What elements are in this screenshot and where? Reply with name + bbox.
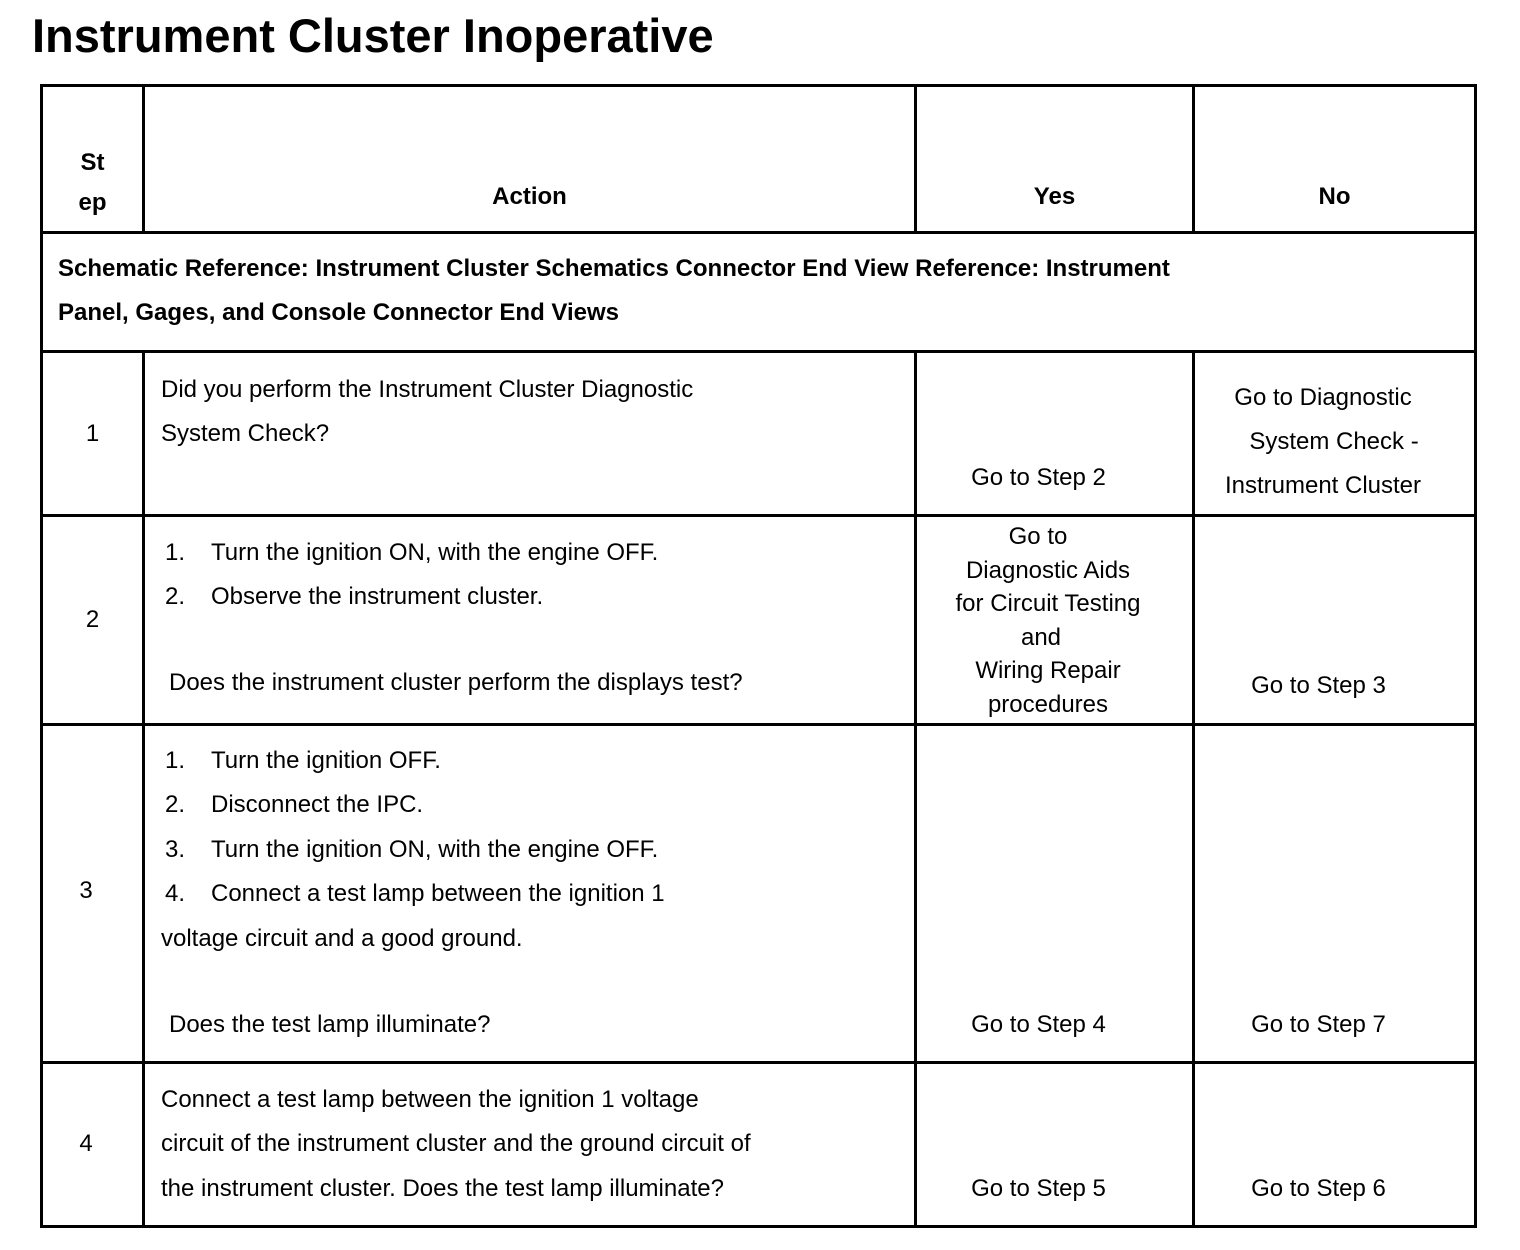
no-result-line: System Check - bbox=[1249, 428, 1419, 455]
table-border-bottom bbox=[40, 1225, 1477, 1228]
item-text: Turn the ignition OFF. bbox=[211, 747, 441, 774]
header-step-line: ep bbox=[78, 189, 107, 216]
item-number: 2. bbox=[165, 791, 186, 818]
column-rule bbox=[1192, 350, 1195, 1228]
yes-result: Go to Step 5 bbox=[971, 1175, 1106, 1202]
header-yes: Yes bbox=[1033, 183, 1076, 210]
item-number: 2. bbox=[165, 583, 186, 610]
table-rule bbox=[40, 1061, 1477, 1064]
yes-result-line: Go to bbox=[1008, 523, 1068, 550]
column-rule bbox=[142, 350, 145, 1228]
step-number: 2 bbox=[85, 606, 100, 633]
column-rule bbox=[1192, 84, 1195, 234]
yes-result-line: and bbox=[1020, 623, 1062, 651]
no-result-line: Instrument Cluster bbox=[1224, 472, 1422, 499]
yes-result-line: Diagnostic Aids bbox=[965, 556, 1131, 584]
action-list-item: 2. Disconnect the IPC. bbox=[165, 791, 423, 819]
yes-result-line: procedures bbox=[987, 690, 1109, 718]
table-border-left bbox=[40, 84, 43, 1228]
header-action: Action bbox=[492, 183, 567, 210]
no-result: Go to Diagnostic System Check - Instrume… bbox=[1195, 376, 1451, 508]
action-text: voltage circuit and a good ground. bbox=[161, 925, 523, 952]
reference-line: Schematic Reference: Instrument Cluster … bbox=[58, 255, 1170, 282]
action-question: Does the test lamp illuminate? bbox=[169, 1011, 491, 1038]
step-number: 3 bbox=[79, 877, 93, 904]
no-result-line: Go to Diagnostic bbox=[1234, 384, 1412, 411]
yes-result-line: Wiring Repair bbox=[975, 657, 1121, 684]
action-list-item: 1. Turn the ignition ON, with the engine … bbox=[165, 539, 658, 567]
no-result: Go to Step 3 bbox=[1251, 672, 1386, 699]
header-no: No bbox=[1318, 183, 1351, 210]
action-list-item: 4. Connect a test lamp between the igniti… bbox=[165, 880, 665, 908]
yes-result: Go to Step 4 bbox=[971, 1011, 1106, 1038]
table-border-right bbox=[1474, 84, 1477, 1228]
no-result: Go to Step 7 bbox=[1251, 1011, 1386, 1038]
action-list-item: 1. Turn the ignition OFF. bbox=[165, 747, 441, 775]
action-list-item: 2. Observe the instrument cluster. bbox=[165, 583, 543, 611]
table-rule bbox=[40, 350, 1477, 353]
item-text: Disconnect the IPC. bbox=[211, 791, 424, 818]
item-number: 1. bbox=[165, 747, 186, 774]
yes-result: Go to Diagnostic Aids for Circuit Testin… bbox=[917, 520, 1179, 721]
header-step-line: St bbox=[80, 149, 105, 176]
item-text: Turn the ignition ON, with the engine OF… bbox=[211, 539, 659, 566]
column-rule bbox=[142, 84, 145, 234]
column-rule bbox=[914, 350, 917, 1228]
step-number: 4 bbox=[79, 1130, 93, 1157]
item-number: 3. bbox=[165, 836, 186, 863]
item-number: 4. bbox=[165, 880, 186, 907]
table-rule bbox=[40, 514, 1477, 517]
item-number: 1. bbox=[165, 539, 186, 566]
action-text: Did you perform the Instrument Cluster D… bbox=[161, 376, 694, 403]
table-rule bbox=[40, 723, 1477, 726]
action-text: circuit of the instrument cluster and th… bbox=[161, 1130, 751, 1157]
column-rule bbox=[914, 84, 917, 234]
header-step: St ep bbox=[43, 143, 142, 223]
page-title: Instrument Cluster Inoperative bbox=[32, 9, 714, 62]
item-text: Connect a test lamp between the ignition… bbox=[211, 880, 665, 907]
no-result: Go to Step 6 bbox=[1251, 1175, 1386, 1202]
table-rule bbox=[40, 231, 1477, 234]
action-list-item: 3. Turn the ignition ON, with the engine … bbox=[165, 836, 658, 864]
table-border-top bbox=[40, 84, 1477, 87]
item-text: Observe the instrument cluster. bbox=[211, 583, 544, 610]
reference-line: Panel, Gages, and Console Connector End … bbox=[58, 299, 620, 326]
action-text: the instrument cluster. Does the test la… bbox=[161, 1175, 724, 1202]
step-number: 1 bbox=[85, 420, 100, 447]
yes-result: Go to Step 2 bbox=[971, 464, 1106, 491]
yes-result-line: for Circuit Testing bbox=[955, 590, 1141, 617]
action-text: Connect a test lamp between the ignition… bbox=[161, 1086, 699, 1113]
item-text: Turn the ignition ON, with the engine OF… bbox=[211, 836, 659, 863]
action-text: System Check? bbox=[161, 420, 330, 447]
action-question: Does the instrument cluster perform the … bbox=[169, 669, 743, 696]
